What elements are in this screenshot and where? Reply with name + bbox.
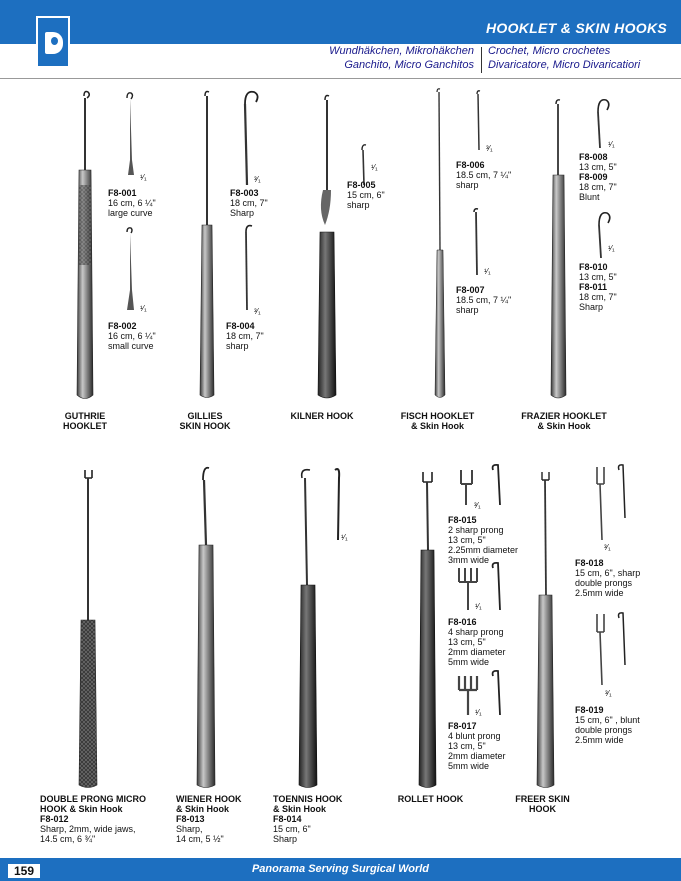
label-f8-010-f8-011: F8-010 13 cm, 5" F8-011 18 cm, 7" Sharp	[579, 262, 617, 312]
label-f8-015: F8-015 2 sharp prong 13 cm, 5" 2.25mm di…	[448, 515, 519, 565]
scale-f8-004: ³⁄₁	[254, 307, 261, 316]
translation-divider	[481, 47, 482, 73]
f8-006-detail-illustration	[476, 90, 481, 151]
f8-019-detail-illustration	[596, 612, 626, 686]
scale-f8-002: ¹⁄₁	[140, 304, 147, 313]
freer-skin-hook-illustration	[536, 472, 555, 788]
translations-left: Wundhäkchen, Mikrohäkchen Ganchito, Micr…	[329, 45, 474, 71]
scale-f8-001: ¹⁄₁	[140, 173, 147, 182]
scale-f8-016: ¹⁄₁	[475, 602, 482, 611]
f8-001-detail-illustration	[126, 92, 134, 175]
footer-bar	[0, 858, 681, 881]
f8-016-detail-illustration	[458, 561, 501, 611]
label-f8-002: F8-002 16 cm, 6 ¼" small curve	[108, 321, 156, 351]
name-wiener: WIENER HOOK & Skin Hook F8-013 Sharp, 14…	[176, 794, 242, 844]
f8-010-detail-illustration	[598, 211, 611, 259]
name-kilner: KILNER HOOK	[290, 411, 354, 421]
kilner-hook-illustration	[317, 94, 337, 399]
name-fisch: FISCH HOOKLET& Skin Hook	[400, 411, 475, 431]
label-f8-003: F8-003 18 cm, 7" Sharp	[230, 188, 268, 218]
f8-017-detail-illustration	[457, 669, 501, 716]
rollet-hook-illustration	[418, 472, 437, 788]
name-toennis: TOENNIS HOOK & Skin Hook F8-014 15 cm, 6…	[273, 794, 343, 844]
toennis-hook-illustration	[298, 468, 318, 788]
label-f8-017: F8-017 4 blunt prong 13 cm, 5" 2mm diame…	[448, 721, 506, 771]
translations-right: Crochet, Micro crochetes Divaricatore, M…	[488, 45, 641, 71]
label-f8-008-f8-009: F8-008 13 cm, 5" F8-009 18 cm, 7" Blunt	[579, 152, 617, 202]
f8-007-detail-illustration	[473, 208, 479, 276]
f8-014-detail-illustration	[334, 468, 341, 541]
scale-f8-005: ¹⁄₁	[371, 163, 378, 172]
scale-f8-008: ¹⁄₁	[608, 140, 615, 149]
footer-slogan: Panorama Serving Surgical World	[251, 863, 430, 875]
label-f8-016: F8-016 4 sharp prong 13 cm, 5" 2mm diame…	[448, 617, 506, 667]
page-number: 159	[8, 864, 41, 878]
header-bar	[0, 0, 681, 44]
label-f8-004: F8-004 18 cm, 7" sharp	[226, 321, 264, 351]
header-rule	[0, 78, 681, 79]
name-rollet: ROLLET HOOK	[397, 794, 464, 804]
f8-015-detail-illustration	[460, 463, 501, 506]
f8-003-detail-illustration	[243, 90, 259, 186]
scale-f8-018: ³⁄₁	[604, 543, 611, 552]
wiener-hook-illustration	[196, 466, 216, 788]
scale-f8-007: ¹⁄₁	[484, 267, 491, 276]
name-double-prong: DOUBLE PRONG MICRO HOOK & Skin Hook F8-0…	[40, 794, 147, 844]
panorama-logo	[36, 16, 70, 68]
label-f8-019: F8-019 15 cm, 6" , blunt double prongs 2…	[575, 705, 640, 745]
frazier-hooklet-illustration	[550, 99, 567, 399]
f8-004-detail-illustration	[245, 224, 253, 311]
f8-018-detail-illustration	[596, 464, 626, 541]
scale-f8-010: ¹⁄₁	[608, 244, 615, 253]
fisch-hooklet-illustration	[434, 88, 446, 398]
scale-f8-014: ¹⁄₁	[341, 533, 348, 542]
page-title: HOOKLET & SKIN HOOKS	[485, 20, 667, 36]
label-f8-006: F8-006 18.5 cm, 7 ¼" sharp	[456, 160, 512, 190]
scale-f8-019: ³⁄₁	[605, 689, 612, 698]
label-f8-005: F8-005 15 cm, 6" sharp	[347, 180, 385, 210]
f8-008-detail-illustration	[597, 98, 610, 149]
guthrie-hooklet-illustration	[76, 90, 94, 399]
label-f8-018: F8-018 15 cm, 6", sharp double prongs 2.…	[575, 558, 641, 598]
double-prong-hook-illustration	[78, 470, 98, 788]
scale-f8-017: ¹⁄₁	[475, 708, 482, 717]
gillies-skin-hook-illustration	[199, 90, 215, 398]
label-f8-007: F8-007 18.5 cm, 7 ¼" sharp	[456, 285, 512, 315]
label-f8-001: F8-001 16 cm, 6 ¼" large curve	[108, 188, 156, 218]
scale-f8-006: ³⁄₁	[486, 144, 493, 153]
scale-f8-003: ³⁄₁	[254, 175, 261, 184]
f8-002-detail-illustration	[126, 227, 134, 310]
f8-005-detail-illustration	[361, 144, 367, 186]
name-frazier: FRAZIER HOOKLET& Skin Hook	[521, 411, 607, 431]
scale-f8-015: ³⁄₁	[474, 501, 481, 510]
